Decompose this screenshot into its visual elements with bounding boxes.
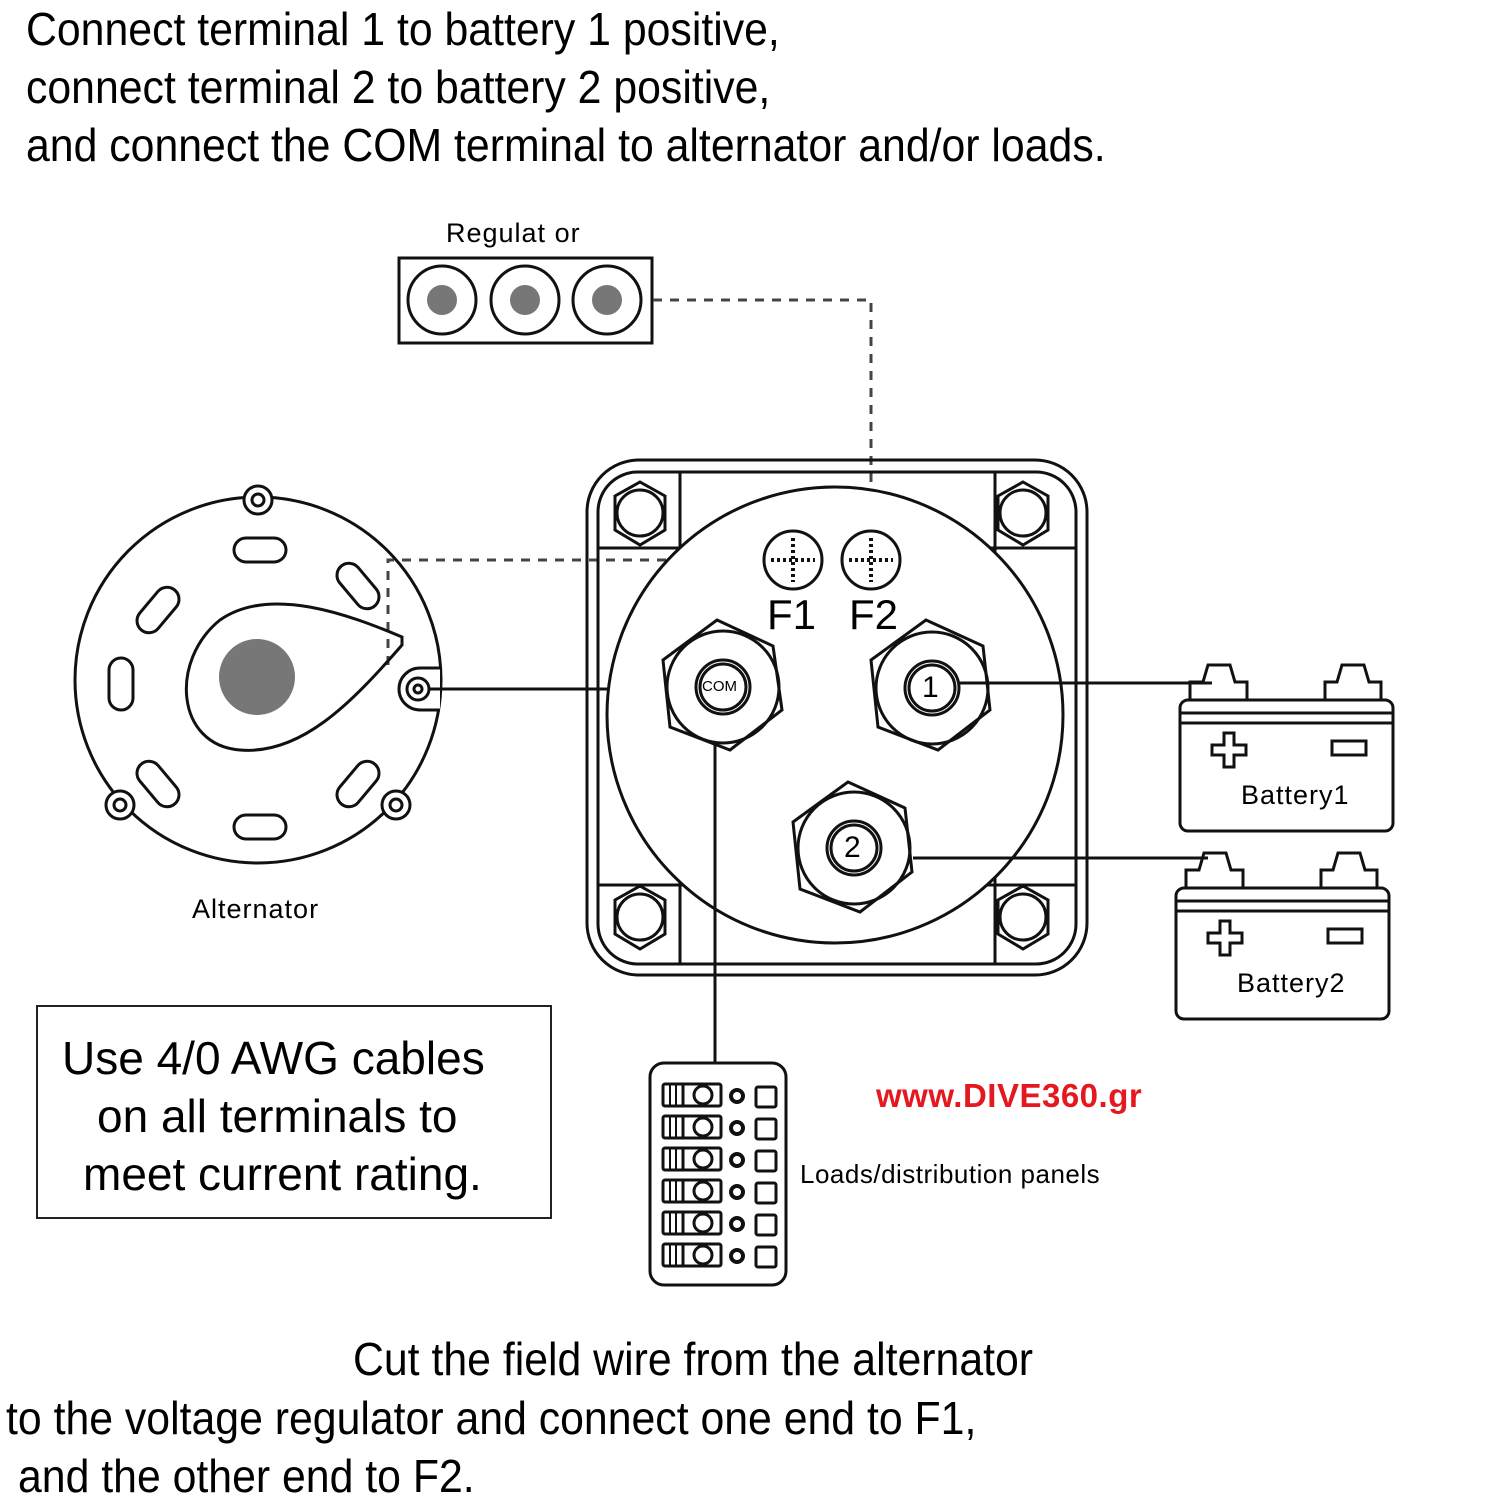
terminal-1 [869, 618, 992, 752]
field-wire-instruction-2: to the voltage regulator and connect one… [6, 1392, 977, 1444]
cable-note-box: Use 4/0 AWG cables on all terminals to m… [36, 1005, 552, 1219]
load-switch-row [661, 1082, 778, 1109]
terminal-2-label: 2 [844, 831, 861, 864]
f2-label: F2 [849, 591, 899, 638]
instruction-line-1: Connect terminal 1 to battery 1 positive… [26, 3, 780, 55]
positive-icon [1206, 919, 1244, 957]
positive-icon [1210, 731, 1248, 769]
alternator [73, 484, 443, 865]
regulator-terminal [406, 264, 478, 336]
terminal-2 [791, 780, 914, 914]
alternator-label: Alternator [192, 894, 320, 924]
f1-terminal [762, 529, 824, 591]
battery-switch [585, 458, 1089, 977]
switch-dial [605, 485, 1065, 945]
corner-bolt [996, 884, 1050, 951]
load-switch-row [661, 1242, 778, 1269]
load-switch-row [661, 1114, 778, 1141]
regulator-terminal [489, 264, 561, 336]
f2-terminal [840, 529, 902, 591]
field-wire-instruction-3: and the other end to F2. [18, 1450, 475, 1502]
instruction-line-2: connect terminal 2 to battery 2 positive… [26, 61, 771, 113]
loads-distribution-panel [648, 1061, 788, 1287]
battery-1 [1178, 663, 1395, 833]
regulator-terminal [571, 264, 643, 336]
corner-bolt [613, 480, 667, 547]
alternator-shaft [219, 639, 295, 715]
cable-note-line-1: Use 4/0 AWG cables [62, 1032, 485, 1084]
terminal-1-label: 1 [922, 671, 939, 704]
field-wire-instruction-1: Cut the field wire from the alternator [353, 1333, 1034, 1385]
regulator-label: Regulat or [446, 218, 581, 248]
battery-2 [1174, 851, 1391, 1021]
corner-bolt [613, 884, 667, 951]
loads-label: Loads/distribution panels [800, 1159, 1101, 1189]
load-switch-row [661, 1178, 778, 1205]
corner-bolt [996, 480, 1050, 547]
brand-watermark: www.DIVE360.gr [876, 1077, 1143, 1114]
com-terminal-label: COM [702, 678, 737, 695]
regulator [397, 256, 654, 345]
cable-note-line-3: meet current rating. [83, 1148, 482, 1200]
com-terminal [661, 618, 784, 752]
load-switch-row [661, 1146, 778, 1173]
negative-icon [1330, 739, 1368, 757]
cable-note-line-2: on all terminals to [97, 1090, 458, 1142]
f1-label: F1 [767, 591, 817, 638]
switch-outer-frame [585, 458, 1089, 977]
alternator-cam [184, 602, 404, 752]
load-switch-row [661, 1210, 778, 1237]
battery-1-label: Battery1 [1241, 780, 1350, 810]
instruction-line-3: and connect the COM terminal to alternat… [26, 119, 1106, 171]
negative-icon [1326, 927, 1364, 945]
battery-2-label: Battery2 [1237, 968, 1346, 998]
regulator-body [397, 256, 654, 345]
